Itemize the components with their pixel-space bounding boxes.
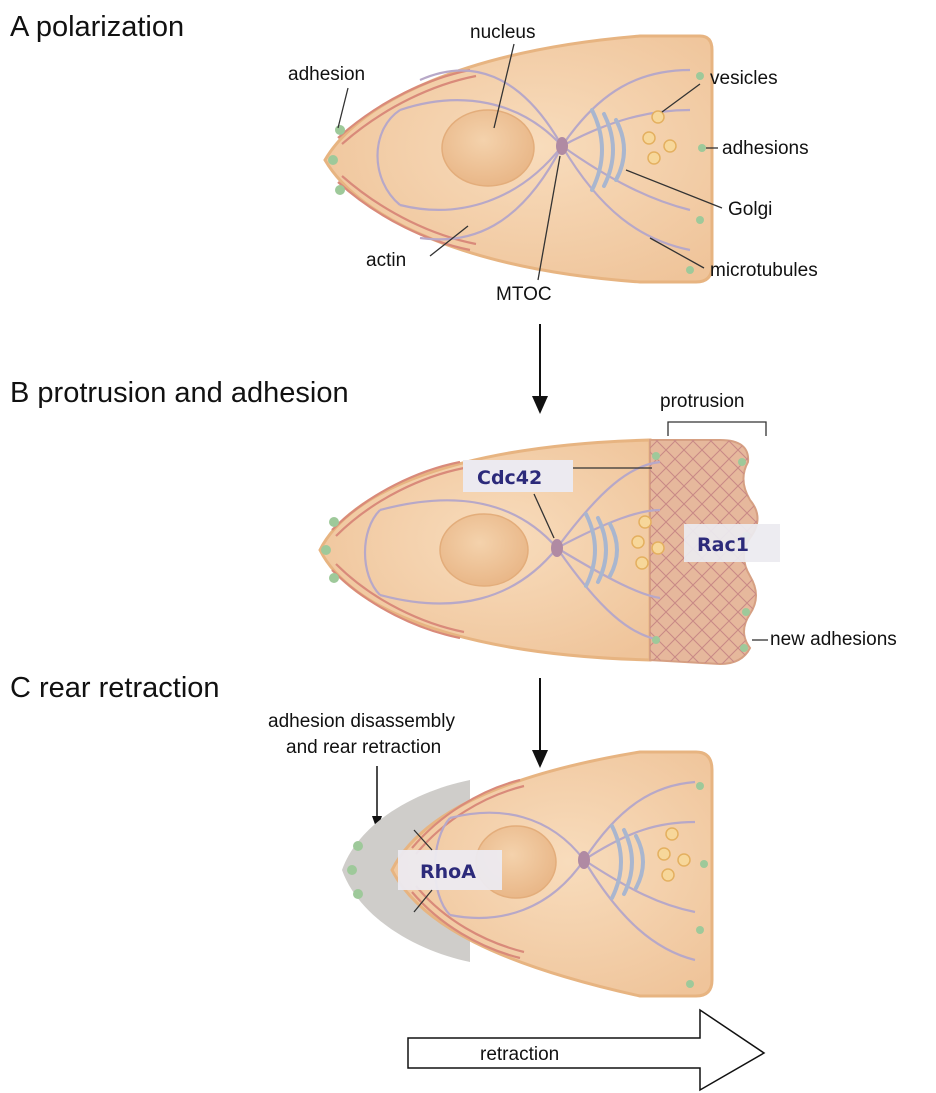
- label-new-adhesions: new adhesions: [770, 629, 897, 650]
- panel-a: A polarization: [10, 11, 818, 305]
- mtoc: [556, 137, 568, 155]
- label-retraction: retraction: [480, 1044, 559, 1065]
- label-rhoa: RhoA: [420, 861, 476, 883]
- label-protrusion: protrusion: [660, 391, 745, 412]
- protrusion-bracket: [668, 422, 766, 436]
- panel-b-title: B protrusion and adhesion: [10, 377, 349, 409]
- label-rac1: Rac1: [697, 534, 749, 556]
- panel-b: B protrusion and adhesion protrusion: [10, 377, 897, 664]
- cell-c: [342, 752, 712, 996]
- nucleus: [442, 110, 534, 186]
- label-adhesions: adhesions: [722, 138, 809, 159]
- cell-a: [325, 36, 712, 282]
- label-golgi: Golgi: [728, 199, 772, 220]
- arrow-b-to-c: [532, 678, 548, 768]
- nucleus: [440, 514, 528, 586]
- panel-c-title: C rear retraction: [10, 672, 220, 704]
- mtoc: [578, 851, 590, 869]
- leader-adhesion: [338, 88, 348, 128]
- label-cdc42: Cdc42: [477, 467, 542, 489]
- arrow-a-to-b: [532, 324, 548, 414]
- label-mtoc: MTOC: [496, 284, 552, 305]
- panel-c: C rear retraction adhesion disassembly a…: [10, 672, 712, 996]
- label-adhesion-disassembly-line1: adhesion disassembly: [268, 711, 455, 732]
- label-microtubules: microtubules: [710, 260, 818, 281]
- mtoc: [551, 539, 563, 557]
- retraction-arrow: retraction: [408, 1010, 764, 1090]
- label-adhesion-disassembly-line2: and rear retraction: [286, 737, 441, 758]
- label-nucleus: nucleus: [470, 22, 536, 43]
- label-actin: actin: [366, 250, 406, 271]
- panel-a-title: A polarization: [10, 11, 184, 43]
- label-adhesion: adhesion: [288, 64, 365, 85]
- label-vesicles: vesicles: [710, 68, 778, 89]
